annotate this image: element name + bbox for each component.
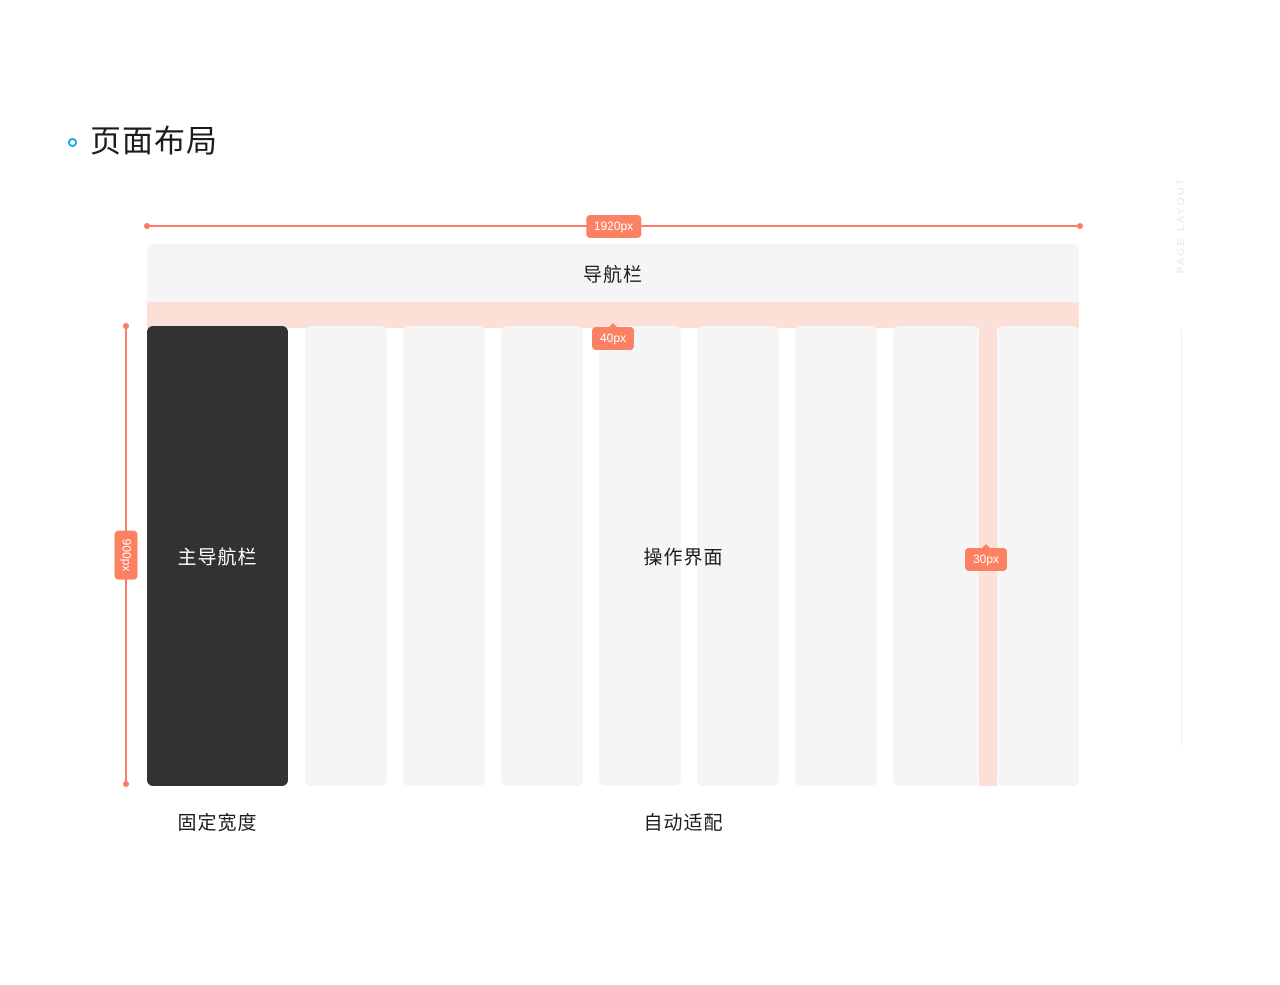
side-caption: PAGE LAYOUT: [1166, 177, 1196, 320]
mock-content-column-2: [403, 326, 485, 786]
mock-content-column-5: [697, 326, 779, 786]
mock-sidebar-label: 主导航栏: [177, 547, 258, 569]
height-measurement-guide: 900px: [114, 323, 138, 787]
caption-auto-fit: 自动适配: [643, 813, 724, 834]
mock-sidebar-column: [147, 326, 288, 786]
width-measurement-endpoint-right: [1077, 223, 1083, 229]
mock-content-column-8: [997, 326, 1079, 786]
height-measurement-badge: 900px: [114, 530, 138, 580]
width-measurement-badge: 1920px: [585, 215, 642, 238]
caption-fixed-width: 固定宽度: [177, 813, 258, 834]
column-gap-badge: 40px: [592, 323, 635, 350]
mock-content-column-4: [599, 326, 681, 786]
side-gutter-badge: 30px: [965, 544, 1008, 571]
side-caption-divider: [1181, 330, 1182, 745]
height-measurement-endpoint-top: [123, 323, 129, 329]
mock-content-column-1: [305, 326, 387, 786]
page-title: 页面布局: [90, 124, 218, 159]
mock-content-column-7: [893, 326, 979, 786]
height-measurement-endpoint-bottom: [123, 781, 129, 787]
width-measurement-endpoint-left: [144, 223, 150, 229]
mock-navbar: 导航栏: [147, 244, 1079, 302]
width-measurement-guide: 1920px: [144, 215, 1083, 238]
layout-mockup: 导航栏 主导航栏 操作界面: [147, 244, 1079, 786]
mock-column-grid: 主导航栏 操作界面: [147, 302, 1079, 786]
mock-navbar-label: 导航栏: [582, 264, 643, 286]
mock-content-label: 操作界面: [643, 547, 724, 569]
mock-content-column-3: [501, 326, 583, 786]
side-caption-label: PAGE LAYOUT: [1175, 176, 1187, 274]
circle-outline-icon: [68, 138, 77, 147]
page-title-group: 页面布局: [68, 126, 218, 157]
mock-content-column-6: [795, 326, 877, 786]
